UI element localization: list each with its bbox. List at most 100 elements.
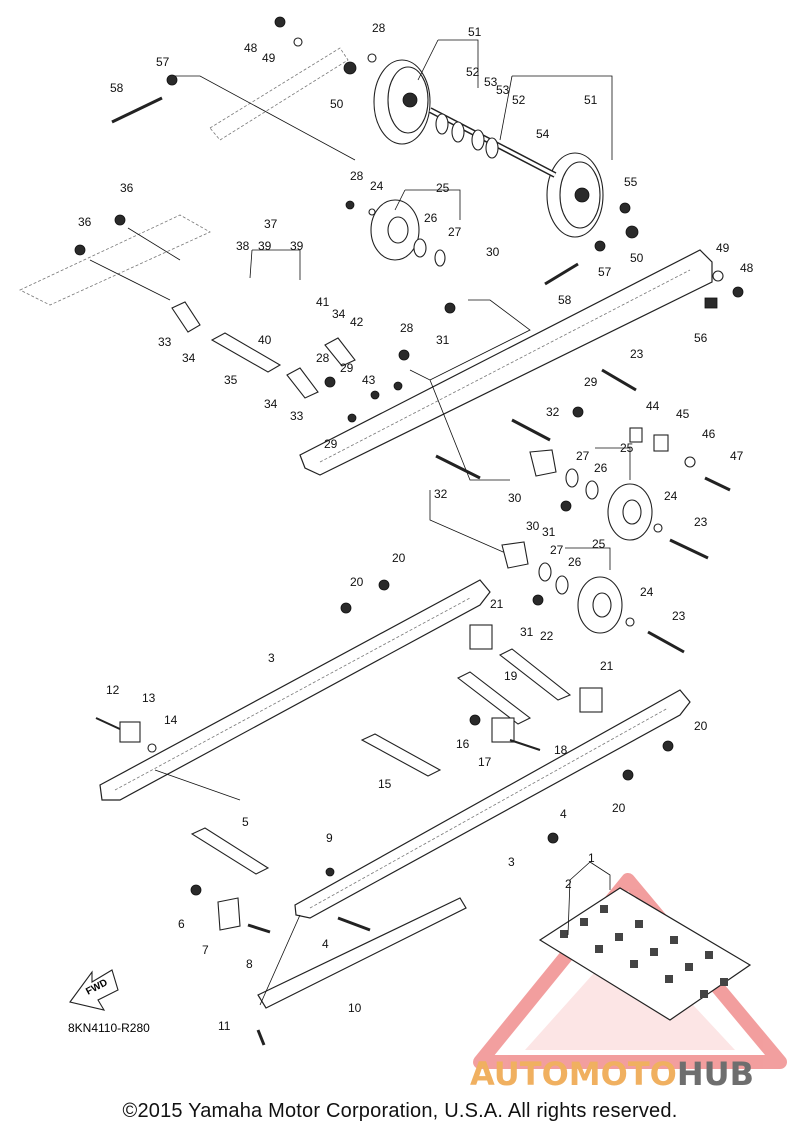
callout-7: 7 — [202, 943, 209, 957]
callout-32: 32 — [546, 405, 560, 419]
callout-34: 34 — [332, 307, 346, 321]
callout-29: 29 — [324, 437, 338, 451]
wear-strip — [257, 897, 467, 1009]
callout-23: 23 — [694, 515, 708, 529]
callout-20: 20 — [694, 719, 708, 733]
callout-37: 37 — [264, 217, 278, 231]
callout-34: 34 — [264, 397, 278, 411]
callout-34: 34 — [182, 351, 196, 365]
callout-16: 16 — [456, 737, 470, 751]
callout-47: 47 — [730, 449, 744, 463]
wheel-25-bottom — [577, 576, 623, 634]
callout-39: 39 — [258, 239, 272, 253]
callout-54: 54 — [536, 127, 550, 141]
slide-rail-right — [294, 689, 691, 919]
callout-53: 53 — [484, 75, 498, 89]
track-section — [538, 887, 752, 1021]
watermark-auto: AUTOMOTO — [470, 1055, 677, 1090]
callout-38: 38 — [236, 239, 250, 253]
callout-4: 4 — [322, 937, 329, 951]
callout-25: 25 — [436, 181, 450, 195]
callout-51: 51 — [468, 25, 482, 39]
callout-53: 53 — [496, 83, 510, 97]
callout-28: 28 — [400, 321, 414, 335]
callout-40: 40 — [258, 333, 272, 347]
callout-48: 48 — [244, 41, 258, 55]
callout-50: 50 — [330, 97, 344, 111]
callout-28: 28 — [316, 351, 330, 365]
callout-42: 42 — [350, 315, 364, 329]
slide-rail-left — [99, 579, 491, 801]
diagram-code: 8KN4110-R280 — [68, 1021, 150, 1035]
callout-labels: 1233445678910111213141516171819202020202… — [78, 21, 754, 1033]
copyright-notice: ©2015 Yamaha Motor Corporation, U.S.A. A… — [122, 1100, 678, 1122]
hardware — [74, 16, 744, 1046]
callout-2: 2 — [565, 877, 572, 891]
callout-44: 44 — [646, 399, 660, 413]
callout-10: 10 — [348, 1001, 362, 1015]
callout-1: 1 — [588, 851, 595, 865]
callout-8: 8 — [246, 957, 253, 971]
callout-52: 52 — [512, 93, 526, 107]
callout-57: 57 — [598, 265, 612, 279]
callout-21: 21 — [600, 659, 614, 673]
callout-35: 35 — [224, 373, 238, 387]
callout-30: 30 — [486, 245, 500, 259]
callout-27: 27 — [550, 543, 564, 557]
callout-20: 20 — [350, 575, 364, 589]
callout-3: 3 — [268, 651, 275, 665]
wheel-25-mid — [607, 483, 653, 541]
callout-39: 39 — [290, 239, 304, 253]
callout-41: 41 — [316, 295, 330, 309]
leader-lines — [89, 39, 631, 1006]
callout-4: 4 — [560, 807, 567, 821]
callout-13: 13 — [142, 691, 156, 705]
callout-43: 43 — [362, 373, 376, 387]
callout-33: 33 — [158, 335, 172, 349]
callout-15: 15 — [378, 777, 392, 791]
callout-24: 24 — [640, 585, 654, 599]
cross-shafts — [171, 301, 572, 875]
callout-24: 24 — [370, 179, 384, 193]
callout-22: 22 — [540, 629, 554, 643]
callout-11: 11 — [218, 1019, 231, 1033]
callout-6: 6 — [178, 917, 185, 931]
callout-57: 57 — [156, 55, 170, 69]
callout-26: 26 — [568, 555, 582, 569]
callout-23: 23 — [672, 609, 686, 623]
upper-rail-right — [299, 249, 713, 476]
idler-wheel-upper-right — [546, 152, 604, 238]
callout-29: 29 — [584, 375, 598, 389]
watermark-hub: HUB — [677, 1055, 754, 1090]
callout-31: 31 — [542, 525, 556, 539]
callout-28: 28 — [350, 169, 364, 183]
idler-wheel-upper-left — [373, 59, 431, 145]
callout-25: 25 — [620, 441, 634, 455]
callout-28: 28 — [372, 21, 386, 35]
fwd-arrow-icon: FWD — [69, 969, 119, 1011]
callout-12: 12 — [106, 683, 120, 697]
callout-32: 32 — [434, 487, 448, 501]
callout-26: 26 — [424, 211, 438, 225]
callout-18: 18 — [554, 743, 568, 757]
callout-5: 5 — [242, 815, 249, 829]
watermark-text: AUTOMOTOHUB — [470, 1055, 754, 1090]
callout-3: 3 — [508, 855, 515, 869]
callout-52: 52 — [466, 65, 480, 79]
callout-25: 25 — [592, 537, 606, 551]
callout-27: 27 — [448, 225, 462, 239]
callout-55: 55 — [624, 175, 638, 189]
callout-21: 21 — [490, 597, 504, 611]
callout-49: 49 — [262, 51, 276, 65]
callout-36: 36 — [120, 181, 134, 195]
callout-9: 9 — [326, 831, 333, 845]
callout-31: 31 — [436, 333, 450, 347]
callout-27: 27 — [576, 449, 590, 463]
callout-45: 45 — [676, 407, 690, 421]
callout-20: 20 — [392, 551, 406, 565]
callout-26: 26 — [594, 461, 608, 475]
callout-50: 50 — [630, 251, 644, 265]
callout-51: 51 — [584, 93, 598, 107]
parts-diagram: FWD 8KN4110-R280 12334456789101112131415… — [19, 16, 787, 1090]
svg-text:AUTOMOTOHUB: AUTOMOTOHUB — [470, 1055, 754, 1090]
